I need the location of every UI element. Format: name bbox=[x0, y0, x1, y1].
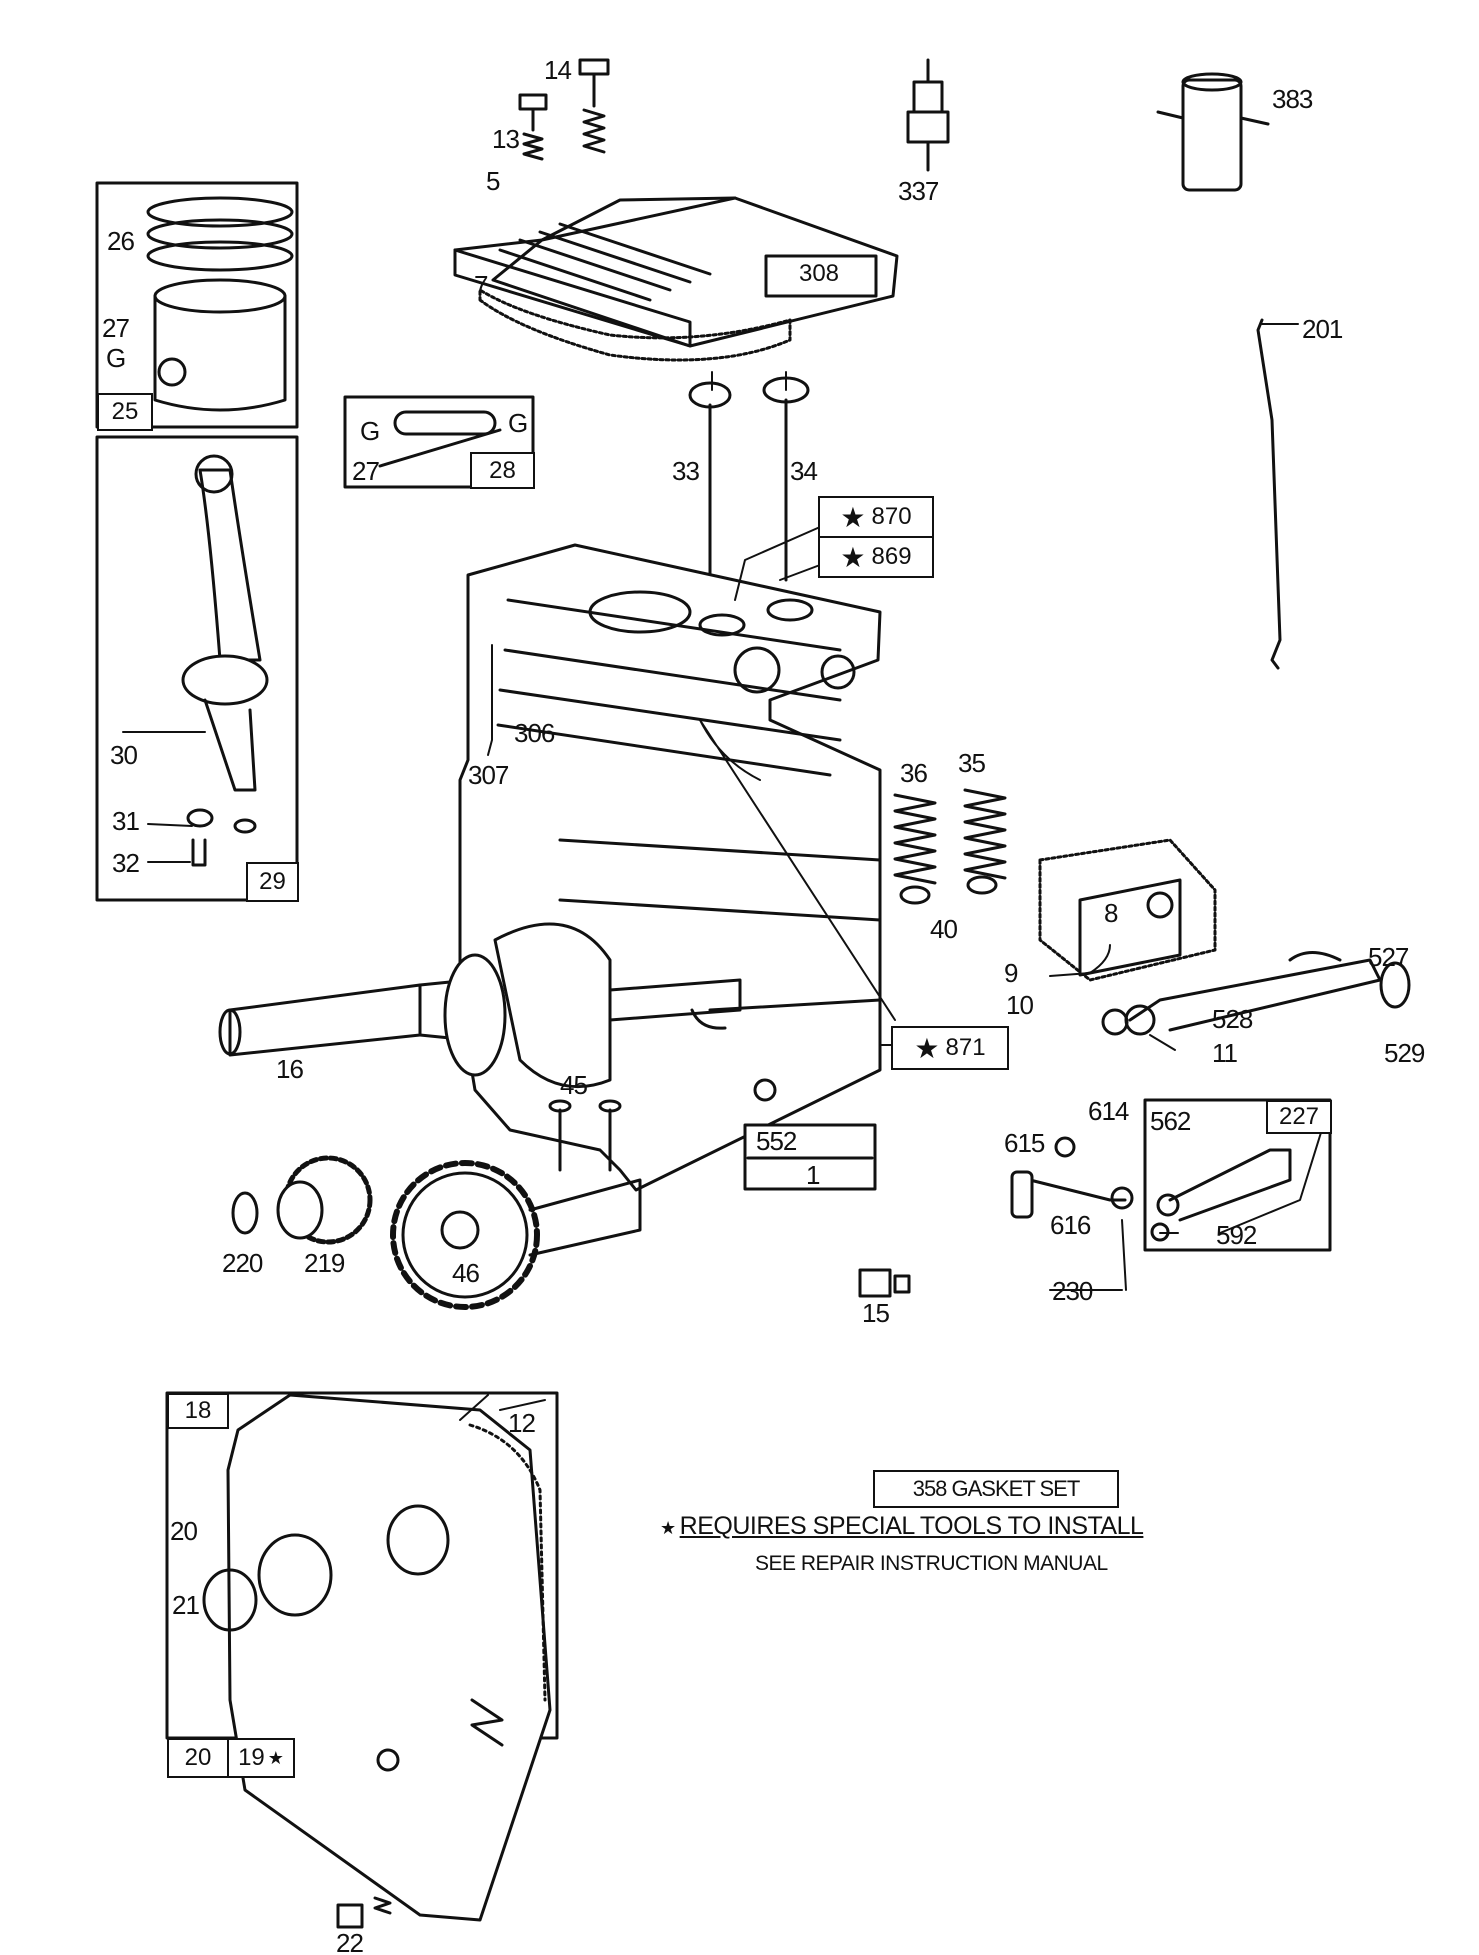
part-number-870: 870 bbox=[871, 503, 912, 530]
part-label-20-box: 20 bbox=[167, 1738, 229, 1778]
part-label-45: 45 bbox=[560, 1070, 588, 1100]
part-label-1: 1 bbox=[806, 1160, 821, 1190]
part-label-22: 22 bbox=[336, 1928, 364, 1955]
part-label-307: 307 bbox=[468, 760, 509, 790]
star-icon: ★ bbox=[267, 1747, 284, 1768]
piston-box-25-drawing bbox=[95, 181, 299, 429]
part-label-201: 201 bbox=[1302, 314, 1343, 344]
part-label-230: 230 bbox=[1052, 1276, 1093, 1306]
part-label-529: 529 bbox=[1384, 1038, 1425, 1068]
part-label-15: 15 bbox=[862, 1298, 890, 1328]
part-label-9: 9 bbox=[1004, 958, 1019, 988]
part-label-18: 18 bbox=[167, 1393, 229, 1429]
part-label-227: 227 bbox=[1266, 1100, 1332, 1134]
part-label-562: 562 bbox=[1150, 1106, 1191, 1136]
breather-tube-528-drawing bbox=[1124, 951, 1411, 1036]
part-label-G-pin-right: G bbox=[508, 408, 528, 438]
part-label-14: 14 bbox=[544, 55, 572, 85]
part-label-46: 46 bbox=[452, 1258, 480, 1288]
connecting-rod-box-29-drawing bbox=[95, 435, 299, 902]
part-label-337: 337 bbox=[898, 176, 939, 206]
part-number-871: 871 bbox=[945, 1034, 986, 1061]
part-label-220: 220 bbox=[222, 1248, 263, 1278]
see-manual-note: SEE REPAIR INSTRUCTION MANUAL bbox=[755, 1552, 1108, 1575]
part-label-28: 28 bbox=[470, 452, 535, 489]
cam-gear-46-drawing bbox=[390, 1160, 642, 1310]
special-tools-note: ★REQUIRES SPECIAL TOOLS TO INSTALL bbox=[660, 1512, 1144, 1541]
part-label-35: 35 bbox=[958, 748, 986, 778]
valve-springs-drawing bbox=[893, 788, 1007, 905]
part-label-21: 21 bbox=[172, 1590, 200, 1620]
part-label-5: 5 bbox=[486, 166, 501, 196]
cylinder-block-drawing bbox=[458, 543, 882, 1192]
part-label-40: 40 bbox=[930, 914, 958, 944]
cover-box-18-drawing bbox=[165, 1391, 559, 1929]
part-label-33: 33 bbox=[672, 456, 700, 486]
drain-plug-15-drawing bbox=[858, 1268, 911, 1298]
star-icon: ★ bbox=[840, 541, 866, 573]
part-label-528: 528 bbox=[1212, 1004, 1253, 1034]
part-label-19-box: 19 ★ bbox=[227, 1738, 295, 1778]
part-number-869: 869 bbox=[871, 543, 912, 570]
star-icon: ★ bbox=[840, 501, 866, 533]
part-label-615: 615 bbox=[1004, 1128, 1045, 1158]
spark-plug-337-drawing bbox=[906, 58, 950, 172]
part-label-871: ★ 871 bbox=[891, 1026, 1009, 1070]
part-label-13: 13 bbox=[492, 124, 520, 154]
part-label-10: 10 bbox=[1006, 990, 1034, 1020]
part-label-870: ★ 870 bbox=[818, 496, 934, 538]
part-label-383: 383 bbox=[1272, 84, 1313, 114]
part-label-31: 31 bbox=[112, 806, 140, 836]
part-label-36: 36 bbox=[900, 758, 928, 788]
part-label-308: 308 bbox=[798, 260, 840, 287]
part-label-16: 16 bbox=[276, 1054, 304, 1084]
part-label-32: 32 bbox=[112, 848, 140, 878]
part-label-306: 306 bbox=[514, 718, 555, 748]
special-tools-text: REQUIRES SPECIAL TOOLS TO INSTALL bbox=[679, 1512, 1144, 1540]
part-label-8: 8 bbox=[1104, 898, 1119, 928]
gasket-set-label: 358 GASKET SET bbox=[873, 1470, 1119, 1508]
part-label-616: 616 bbox=[1050, 1210, 1091, 1240]
part-label-27-pin: 27 bbox=[352, 456, 380, 486]
part-label-25: 25 bbox=[97, 393, 153, 431]
part-label-219: 219 bbox=[304, 1248, 345, 1278]
part-label-552: 552 bbox=[756, 1126, 797, 1156]
link-rod-201-drawing bbox=[1256, 318, 1282, 670]
part-label-G-piston: G bbox=[106, 343, 126, 373]
part-label-30: 30 bbox=[110, 740, 138, 770]
part-label-29: 29 bbox=[246, 862, 299, 902]
part-label-527: 527 bbox=[1368, 942, 1409, 972]
leader-lines bbox=[122, 323, 1329, 1421]
part-label-G-pin-left: G bbox=[360, 416, 380, 446]
tool-383-drawing bbox=[1156, 72, 1270, 192]
piston-pin-box-28-drawing bbox=[343, 395, 535, 489]
part-label-592: 592 bbox=[1216, 1220, 1257, 1250]
star-icon: ★ bbox=[914, 1032, 940, 1064]
tappets-45-drawing bbox=[548, 1099, 622, 1172]
part-label-869: ★ 869 bbox=[818, 536, 934, 578]
bolts-13-14-drawing bbox=[518, 58, 610, 161]
star-icon: ★ bbox=[660, 1518, 676, 1538]
cylinder-head-308-drawing bbox=[453, 196, 899, 362]
part-label-7: 7 bbox=[474, 270, 489, 300]
part-label-34: 34 bbox=[790, 456, 818, 486]
part-label-20: 20 bbox=[170, 1516, 198, 1546]
part-label-12: 12 bbox=[508, 1408, 536, 1438]
part-number-19: 19 bbox=[238, 1744, 265, 1771]
part-label-614: 614 bbox=[1088, 1096, 1129, 1126]
governor-gear-219-drawing bbox=[231, 1155, 373, 1245]
part-label-11: 11 bbox=[1212, 1038, 1238, 1068]
breather-8-drawing bbox=[1038, 838, 1217, 1036]
crankshaft-16-drawing bbox=[218, 922, 742, 1089]
part-label-27-piston: 27 bbox=[102, 313, 130, 343]
part-label-26: 26 bbox=[107, 226, 135, 256]
